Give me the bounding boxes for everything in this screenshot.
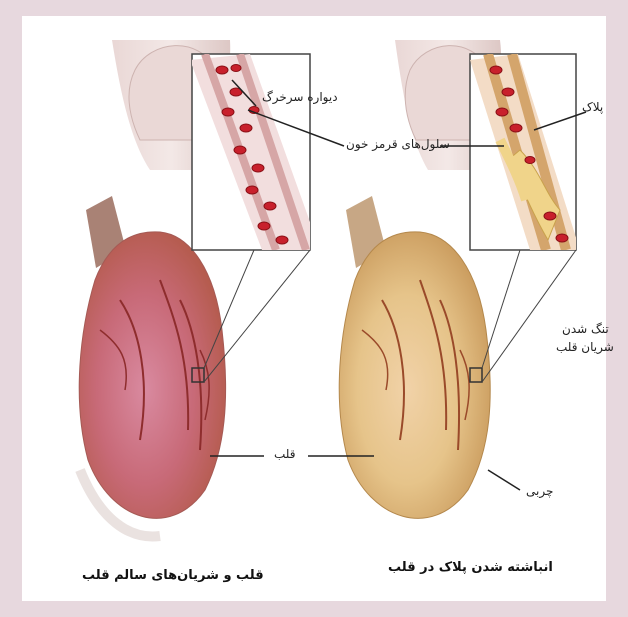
plaque-label: پلاک [582, 100, 603, 114]
fat-label: چربی [526, 484, 553, 498]
narrowing-label-line1: تنگ شدن [562, 322, 609, 336]
plaque-buildup-caption: انباشته شدن پلاک در قلب [388, 560, 553, 576]
heart-label: قلب [274, 447, 296, 461]
artery-wall-label: دیواره سرخرگ [262, 90, 338, 104]
red-blood-cells-label: سلول‌های قرمز خون [346, 137, 450, 151]
healthy-heart-caption: قلب و شریان‌های سالم قلب [82, 568, 264, 584]
narrowing-label-line2: شریان قلب [556, 340, 614, 354]
